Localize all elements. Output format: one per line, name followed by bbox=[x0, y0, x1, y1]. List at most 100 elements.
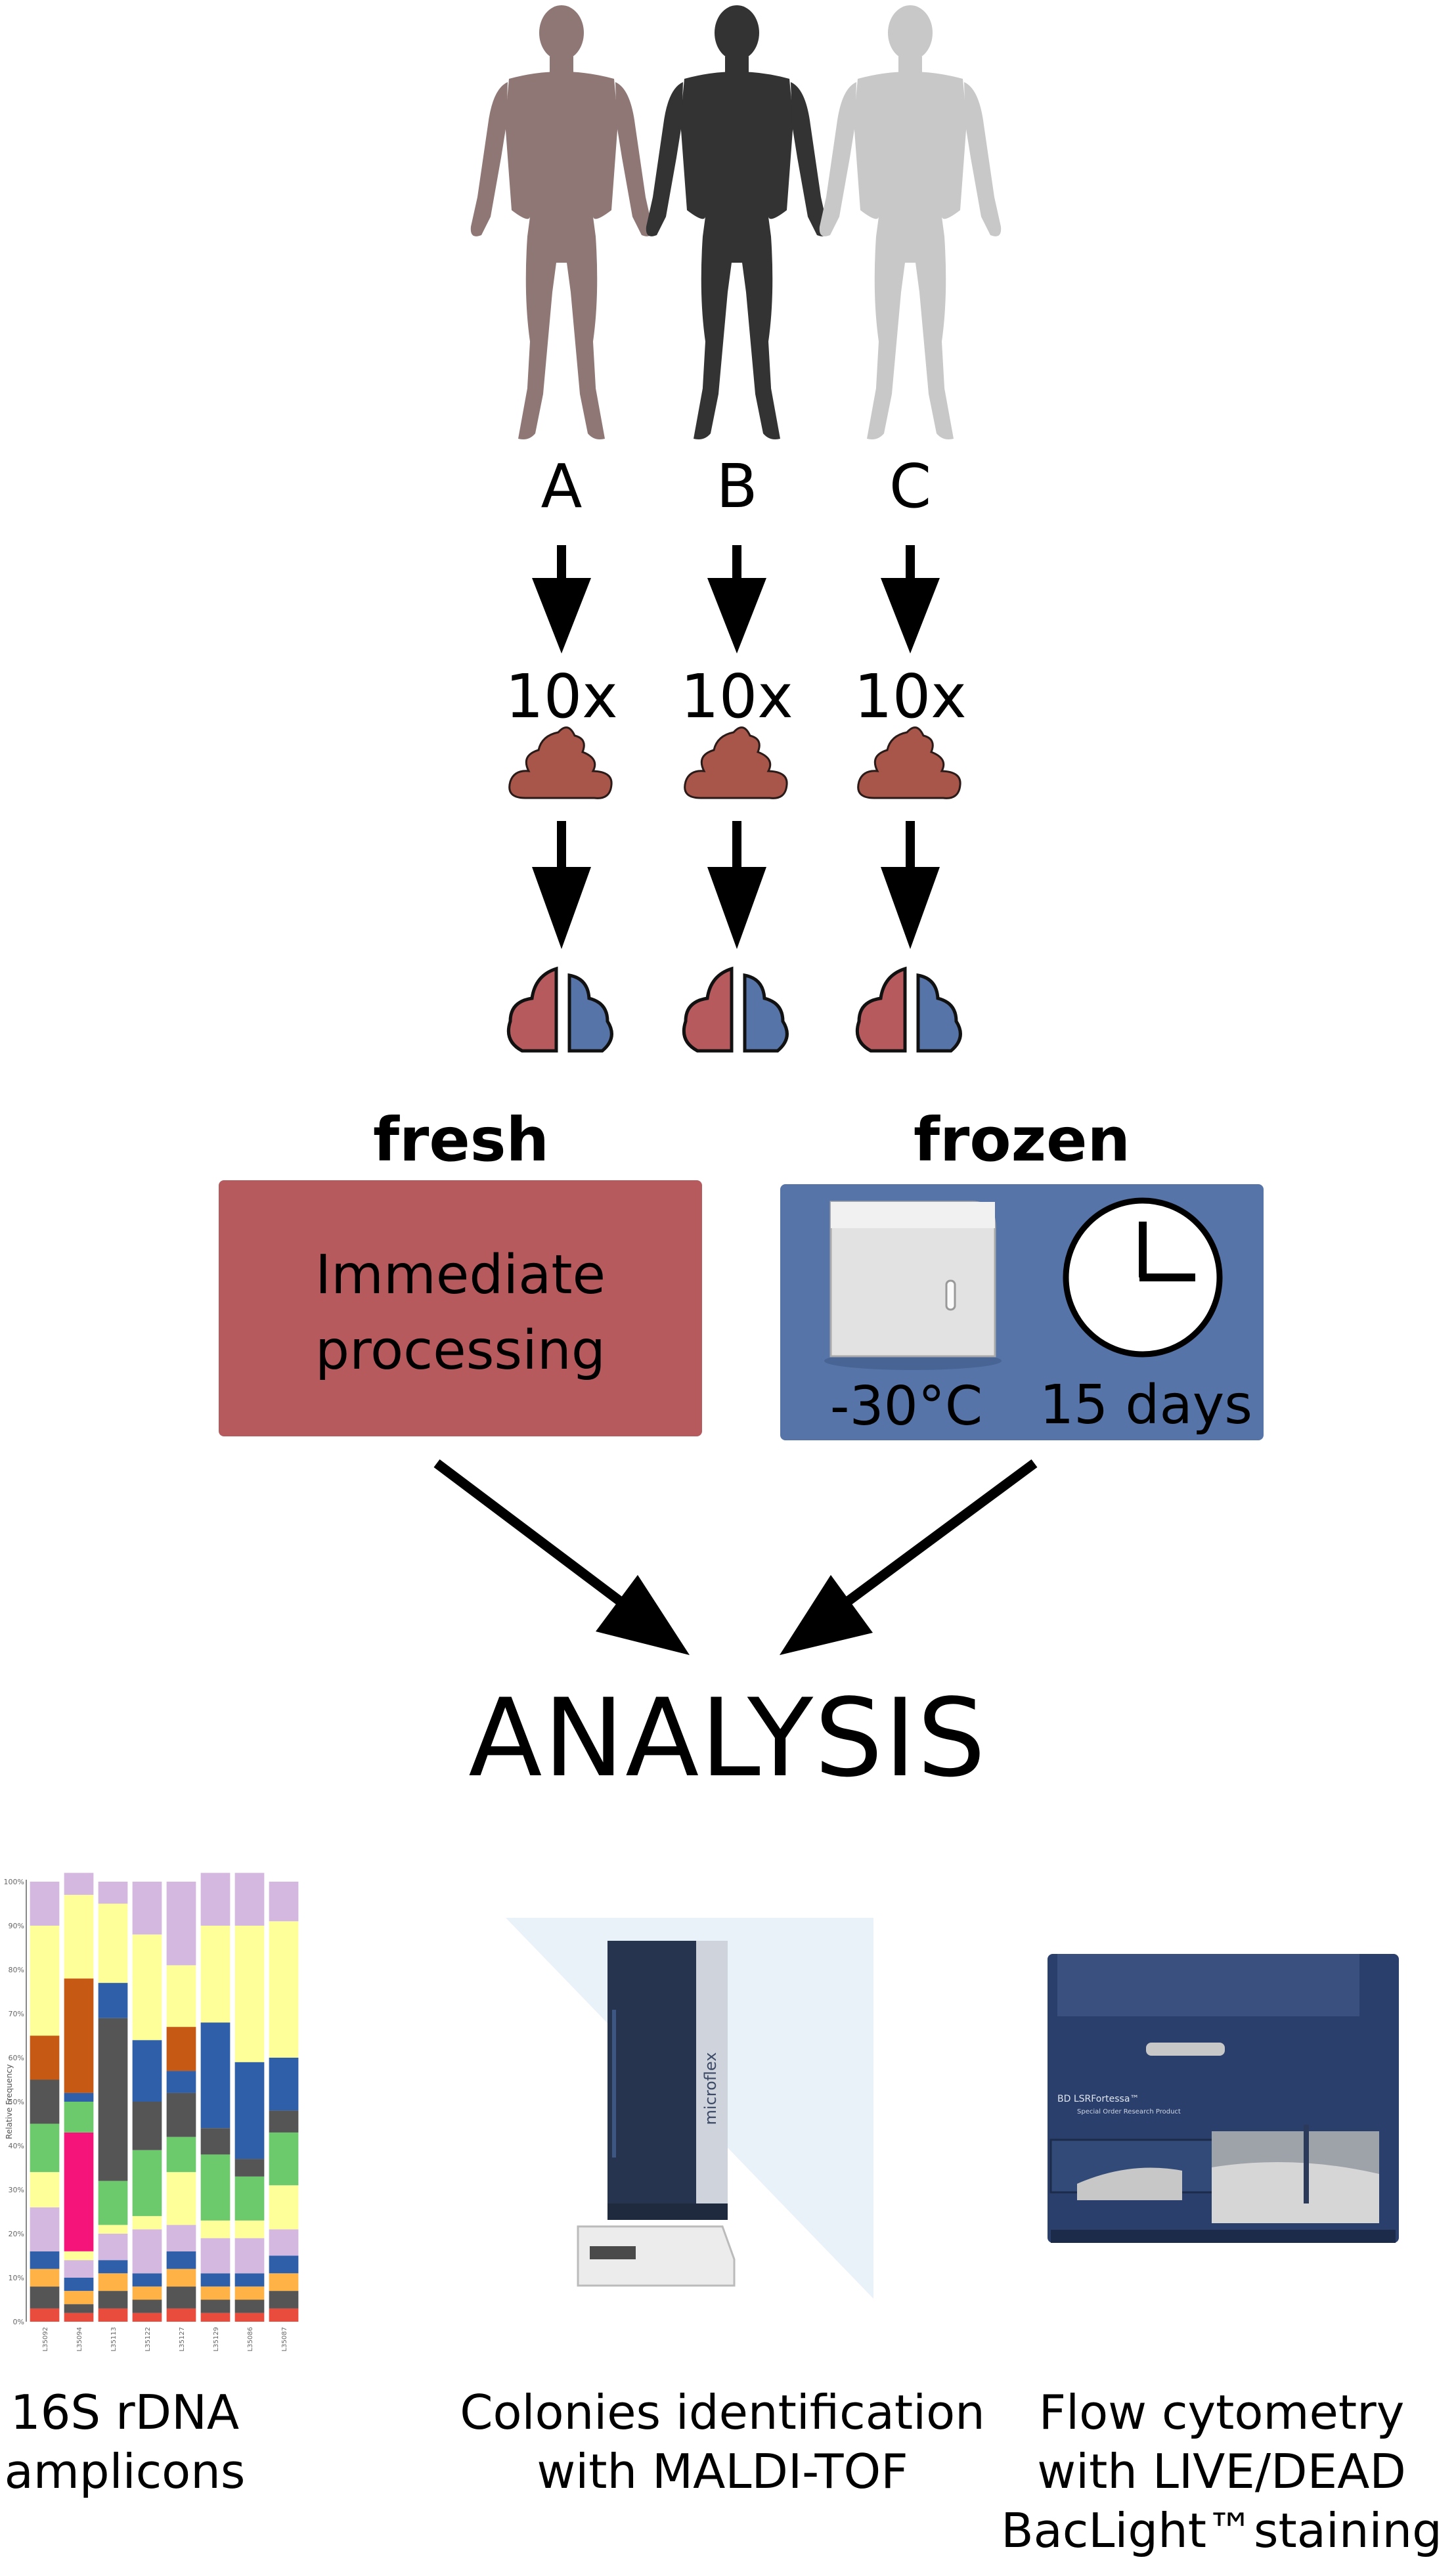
bar-segment bbox=[132, 2229, 162, 2274]
bar-segment bbox=[64, 2313, 94, 2322]
bar-segment bbox=[132, 2216, 162, 2230]
bar-segment bbox=[200, 1926, 231, 2023]
bar-segment bbox=[200, 2238, 231, 2274]
bar-segment bbox=[132, 1882, 162, 1935]
bar-segment bbox=[269, 2058, 299, 2111]
fresh-box-text: Immediate processing bbox=[219, 1238, 702, 1389]
y-tick-label: 40% bbox=[9, 2142, 24, 2150]
bar-segment bbox=[269, 2185, 299, 2230]
method-caption-flow-line3: BacLight™staining bbox=[1001, 2503, 1442, 2558]
method-caption-flow-line2: with LIVE/DEAD bbox=[1037, 2444, 1406, 2499]
y-tick-label: 0% bbox=[13, 2318, 24, 2326]
bar-segment bbox=[30, 1926, 60, 2036]
y-tick-label: 30% bbox=[9, 2186, 24, 2194]
y-axis-label: Relative Frequency bbox=[5, 2064, 14, 2139]
bar-segment bbox=[30, 2035, 60, 2080]
bar-segment bbox=[132, 2150, 162, 2217]
bar-segment bbox=[234, 1926, 265, 2062]
arrows-sample-to-split bbox=[532, 821, 940, 949]
bar-segment bbox=[98, 1882, 128, 1904]
arrows-subject-to-sample bbox=[532, 545, 940, 653]
bar-segment bbox=[30, 2172, 60, 2207]
x-tick-label: L35092 bbox=[42, 2327, 49, 2351]
bar-segment bbox=[269, 2291, 299, 2309]
bar-segment bbox=[269, 1882, 299, 1922]
bar-segment bbox=[166, 1965, 196, 2027]
y-tick-label: 100% bbox=[4, 1878, 24, 1886]
x-tick-label: L35094 bbox=[76, 2327, 83, 2351]
y-tick-label: 80% bbox=[9, 1966, 24, 1974]
bar-segment bbox=[132, 1934, 162, 2041]
fresh-box-line2: processing bbox=[315, 1319, 606, 1382]
bar-segment bbox=[64, 2260, 94, 2278]
bar-segment bbox=[64, 1872, 94, 1895]
method-caption-flow: Flow cytometry with LIVE/DEAD BacLight™s… bbox=[992, 2383, 1451, 2560]
replicate-label-b: 10x bbox=[680, 661, 793, 732]
y-tick-label: 60% bbox=[9, 2054, 24, 2062]
bar-segment bbox=[166, 2269, 196, 2287]
analysis-title: ANALYSIS bbox=[468, 1675, 987, 1801]
bar-segment bbox=[166, 2225, 196, 2251]
bar-segment bbox=[269, 2110, 299, 2133]
bar-segment bbox=[132, 2273, 162, 2287]
method-caption-flow-line1: Flow cytometry bbox=[1038, 2385, 1405, 2440]
bar-segment bbox=[30, 2286, 60, 2309]
bar-segment bbox=[98, 2234, 128, 2261]
bar-segment bbox=[234, 2238, 265, 2274]
human-silhouette-b-icon bbox=[646, 5, 828, 439]
fresh-box-line1: Immediate bbox=[315, 1244, 606, 1306]
frozen-title: frozen bbox=[913, 1105, 1131, 1175]
bar-segment bbox=[30, 2079, 60, 2124]
bar-segment bbox=[166, 2027, 196, 2071]
x-tick-label: L35087 bbox=[281, 2327, 288, 2351]
bar-segment bbox=[234, 2286, 265, 2300]
stool-sample-icon bbox=[508, 726, 613, 799]
bar-segment bbox=[98, 2018, 128, 2181]
arrows-to-analysis bbox=[433, 1459, 1038, 1655]
x-tick-label: L35122 bbox=[144, 2327, 152, 2351]
x-tick-label: L35127 bbox=[179, 2327, 186, 2351]
bar-segment bbox=[200, 2128, 231, 2155]
bar-segment bbox=[64, 2278, 94, 2291]
bar-segment bbox=[269, 2308, 299, 2322]
bar-segment bbox=[200, 2220, 231, 2238]
replicate-label-a: 10x bbox=[505, 661, 618, 732]
bar-segment bbox=[166, 2286, 196, 2309]
bar-segment bbox=[132, 2286, 162, 2300]
subject-label-a: A bbox=[540, 451, 583, 521]
fresh-title: fresh bbox=[372, 1105, 550, 1175]
y-tick-label: 50% bbox=[9, 2098, 24, 2106]
bar-segment bbox=[200, 1872, 231, 1926]
bar-segment bbox=[64, 1978, 94, 2093]
bar-segment bbox=[200, 2286, 231, 2300]
bar-segment bbox=[200, 2022, 231, 2129]
split-sample-icon bbox=[506, 966, 962, 1053]
bar-segment bbox=[200, 2154, 231, 2221]
bar-segment bbox=[30, 2269, 60, 2287]
bar-segment bbox=[234, 2273, 265, 2287]
bar-segment bbox=[269, 2229, 299, 2256]
bar-segment bbox=[98, 2308, 128, 2322]
bar-segment bbox=[30, 2123, 60, 2173]
freezer-icon bbox=[824, 1201, 1002, 1370]
bar-segment bbox=[166, 2172, 196, 2225]
method-caption-16s: 16S rDNA amplicons bbox=[0, 2383, 250, 2501]
method-caption-16s-line1: 16S rDNA bbox=[10, 2385, 240, 2440]
method-caption-maldi-line1: Colonies identification bbox=[460, 2385, 985, 2440]
bar-segment bbox=[166, 2136, 196, 2173]
frozen-temperature-label: -30°C bbox=[829, 1375, 983, 1438]
stacked-bar-chart: 0%10%20%30%40%50%60%70%80%90%100% L35092… bbox=[4, 1872, 302, 2351]
bar-segment bbox=[234, 1872, 265, 1926]
bar-segment bbox=[64, 2102, 94, 2133]
cytometer-brand-label: BD LSRFortessa™ bbox=[1057, 2094, 1139, 2104]
bar-segment bbox=[269, 2132, 299, 2186]
bar-segment bbox=[64, 2132, 94, 2251]
y-tick-label: 70% bbox=[9, 2010, 24, 2018]
bar-segment bbox=[98, 1983, 128, 2018]
frozen-duration-label: 15 days bbox=[1040, 1374, 1252, 1436]
bar-segment bbox=[234, 2313, 265, 2322]
bar-segment bbox=[234, 2220, 265, 2238]
bar-segment bbox=[234, 2159, 265, 2177]
bar-segment bbox=[132, 2102, 162, 2150]
